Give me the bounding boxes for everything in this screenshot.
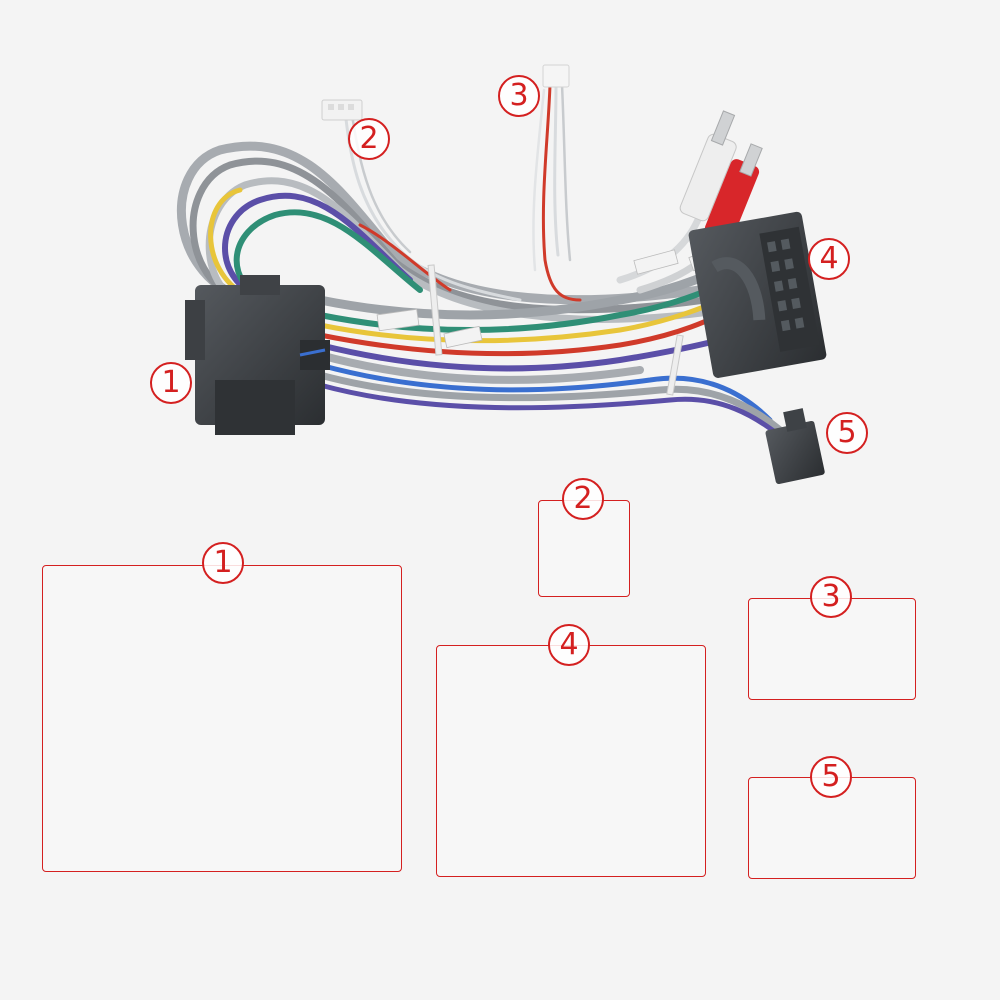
label-top-2: 2 [348, 118, 390, 160]
detail-frame-4 [436, 645, 706, 877]
harness-connector-3 [542, 64, 570, 88]
label-box-4: 4 [548, 624, 590, 666]
label-top-5: 5 [826, 412, 868, 454]
label-box-1: 1 [202, 542, 244, 584]
label-box-5: 5 [810, 756, 852, 798]
label-top-1: 1 [150, 362, 192, 404]
label-top-3: 3 [498, 75, 540, 117]
harness-connector-1 [185, 275, 330, 435]
detail-frame-1 [42, 565, 402, 872]
label-box-3: 3 [810, 576, 852, 618]
harness-connector-2 [321, 99, 363, 121]
harness-connector-5 [765, 408, 825, 485]
wire-bundle [176, 83, 788, 443]
label-box-2: 2 [562, 478, 604, 520]
rca-plug-white [679, 110, 737, 222]
harness-connector-4 [688, 211, 827, 378]
rca-plug-red [704, 143, 763, 241]
label-top-4: 4 [808, 238, 850, 280]
